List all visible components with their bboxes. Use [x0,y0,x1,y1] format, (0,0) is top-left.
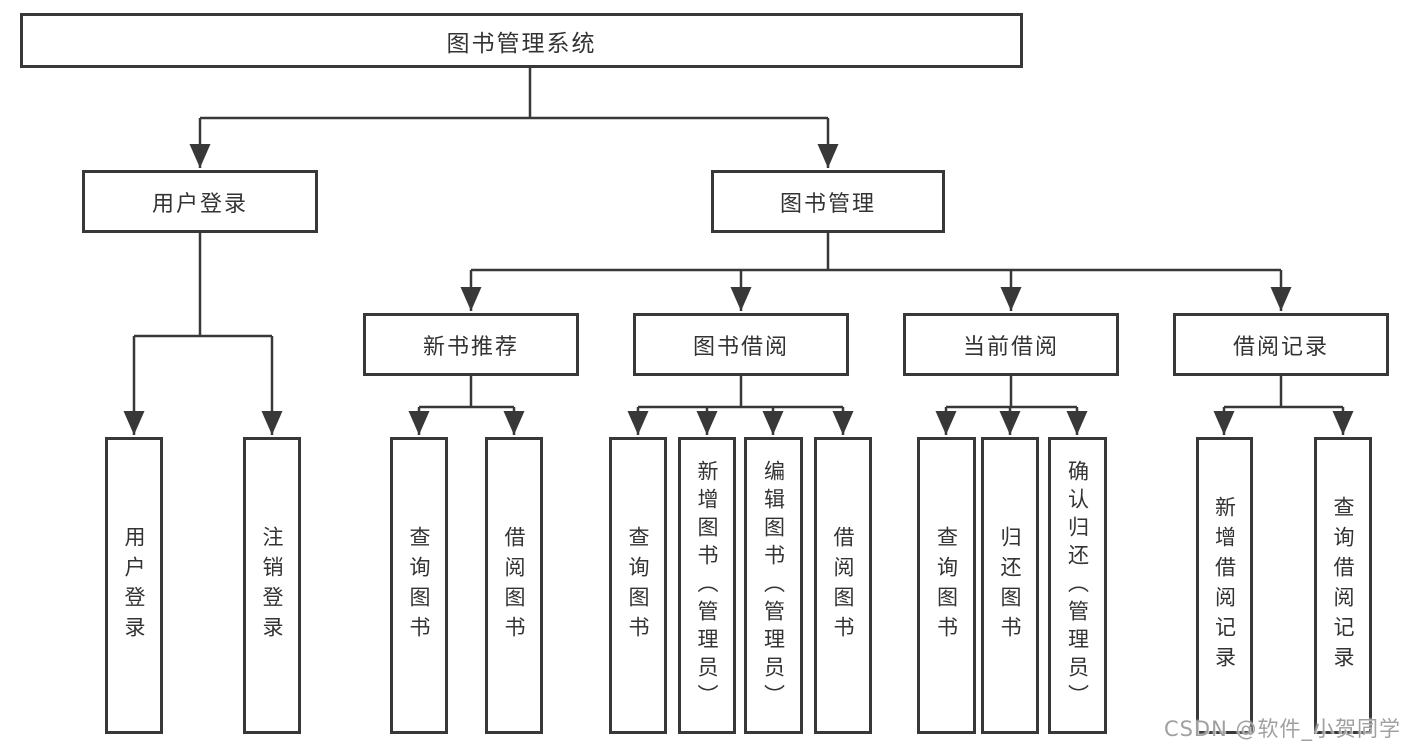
node-library-management-system: 图书管理系统 [20,13,1023,68]
leaf-current-return-books: 归还图书 [981,437,1039,734]
node-book-borrowing: 图书借阅 [633,313,849,376]
leaf-records-query-record: 查询借阅记录 [1314,437,1372,734]
node-book-management: 图书管理 [711,170,945,233]
leaf-current-query-books: 查询图书 [917,437,976,734]
leaf-recommend-query-books: 查询图书 [390,437,448,734]
leaf-borrow-query-books: 查询图书 [609,437,667,734]
leaf-current-confirm-return-admin: 确认归还（管理员） [1048,437,1107,734]
node-borrowing-records: 借阅记录 [1173,313,1389,376]
node-user-login: 用户登录 [82,170,318,233]
leaf-records-add-record: 新增借阅记录 [1196,437,1253,734]
leaf-borrow-add-books-admin: 新增图书（管理员） [678,437,736,734]
leaf-borrow-edit-books-admin: 编辑图书（管理员） [744,437,803,734]
leaf-recommend-borrow-books: 借阅图书 [485,437,543,734]
leaf-borrow-borrow-books: 借阅图书 [814,437,872,734]
node-new-book-recommendation: 新书推荐 [363,313,579,376]
watermark: CSDN @软件_小贺同学 [1163,717,1401,741]
leaf-logout: 注销登录 [243,437,301,734]
leaf-user-login: 用户登录 [105,437,163,734]
node-current-borrowing: 当前借阅 [903,313,1119,376]
